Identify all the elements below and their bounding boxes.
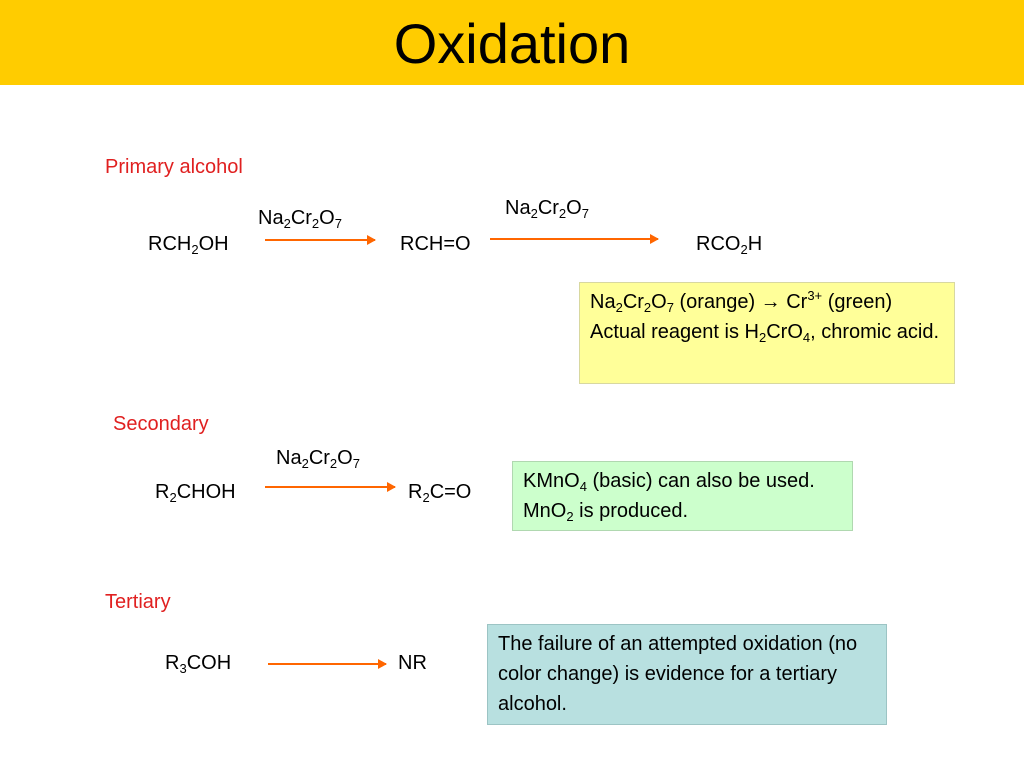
secondary-note: KMnO4 (basic) can also be used. MnO2 is … — [512, 461, 853, 531]
tertiary-arrow — [268, 659, 387, 669]
secondary-product: R2C=O — [408, 481, 472, 505]
secondary-heading: Secondary — [113, 413, 209, 435]
secondary-reactant: R2CHOH — [155, 481, 236, 505]
primary-reagent-1: Na2Cr2O7 — [258, 207, 342, 231]
primary-product: RCO2H — [696, 233, 763, 257]
secondary-reagent: Na2Cr2O7 — [276, 447, 360, 471]
secondary-arrow — [265, 482, 396, 492]
primary-intermediate: RCH=O — [400, 233, 471, 255]
tertiary-heading: Tertiary — [105, 591, 171, 613]
primary-note: Na2Cr2O7 (orange) → Cr3+ (green) Actual … — [579, 282, 955, 384]
primary-arrow-2 — [490, 234, 659, 244]
tertiary-product: NR — [398, 652, 427, 674]
primary-arrow-1 — [265, 235, 376, 245]
title-band — [0, 0, 1024, 85]
primary-reactant: RCH2OH — [148, 233, 229, 257]
slide-title: Oxidation — [393, 12, 631, 75]
primary-heading: Primary alcohol — [105, 156, 243, 178]
primary-reagent-2: Na2Cr2O7 — [505, 197, 589, 221]
tertiary-note: The failure of an attempted oxidation (n… — [487, 624, 887, 725]
tertiary-reactant: R3COH — [165, 652, 232, 676]
